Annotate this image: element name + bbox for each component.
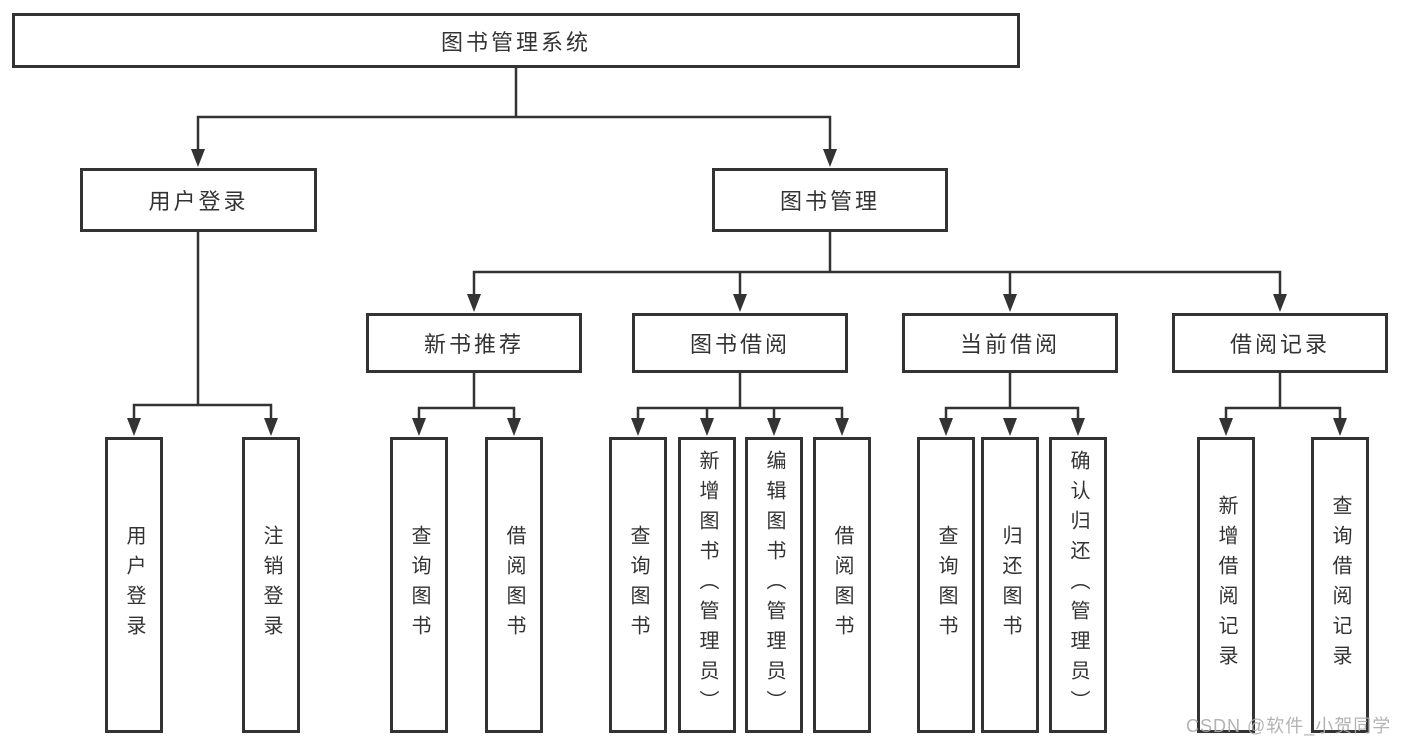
leaf-add-borrow-record-label: 新增借阅记录: [1215, 495, 1237, 675]
leaf-borrow-books-recommend: 借阅图书: [485, 437, 543, 733]
leaf-user-login: 用户登录: [105, 437, 163, 733]
leaf-query-books-current: 查询图书: [917, 437, 975, 733]
leaf-edit-book-admin: 编辑图书（管理员）: [745, 437, 803, 733]
leaf-query-books-borrowing: 查询图书: [609, 437, 667, 733]
leaf-add-borrow-record: 新增借阅记录: [1197, 437, 1255, 733]
leaf-add-book-admin: 新增图书（管理员）: [678, 437, 736, 733]
leaf-logout: 注销登录: [242, 437, 300, 733]
node-current-borrowing-label: 当前借阅: [959, 332, 1060, 357]
node-user-login: 用户登录: [80, 168, 317, 232]
node-borrow-records: 借阅记录: [1172, 313, 1388, 373]
leaf-return-book: 归还图书: [981, 437, 1039, 733]
leaf-confirm-return-admin-label: 确认归还（管理员）: [1067, 450, 1089, 720]
leaf-query-books-borrowing-label: 查询图书: [627, 525, 649, 645]
leaf-borrow-books-label: 借阅图书: [831, 525, 853, 645]
node-user-login-label: 用户登录: [148, 189, 249, 214]
node-borrow-records-label: 借阅记录: [1229, 332, 1330, 357]
leaf-query-borrow-record-label: 查询借阅记录: [1329, 495, 1351, 675]
node-book-borrowing: 图书借阅: [632, 313, 848, 373]
leaf-add-book-admin-label: 新增图书（管理员）: [696, 450, 718, 720]
leaf-query-books-recommend: 查询图书: [390, 437, 448, 733]
leaf-edit-book-admin-label: 编辑图书（管理员）: [763, 450, 785, 720]
node-root: 图书管理系统: [12, 13, 1020, 68]
node-new-book-recommend: 新书推荐: [366, 313, 582, 373]
leaf-logout-label: 注销登录: [260, 525, 282, 645]
leaf-borrow-books: 借阅图书: [813, 437, 871, 733]
leaf-borrow-books-recommend-label: 借阅图书: [503, 525, 525, 645]
node-book-management: 图书管理: [712, 168, 948, 232]
node-current-borrowing: 当前借阅: [902, 313, 1118, 373]
csdn-watermark: CSDN @软件_小贺同学: [1186, 716, 1392, 736]
leaf-query-books-current-label: 查询图书: [935, 525, 957, 645]
leaf-return-book-label: 归还图书: [999, 525, 1021, 645]
leaf-query-borrow-record: 查询借阅记录: [1311, 437, 1369, 733]
node-new-book-recommend-label: 新书推荐: [423, 332, 524, 357]
leaf-query-books-recommend-label: 查询图书: [408, 525, 430, 645]
node-book-management-label: 图书管理: [779, 189, 880, 214]
node-root-label: 图书管理系统: [440, 29, 591, 55]
leaf-confirm-return-admin: 确认归还（管理员）: [1049, 437, 1107, 733]
node-book-borrowing-label: 图书借阅: [689, 332, 790, 357]
leaf-user-login-label: 用户登录: [123, 525, 145, 645]
